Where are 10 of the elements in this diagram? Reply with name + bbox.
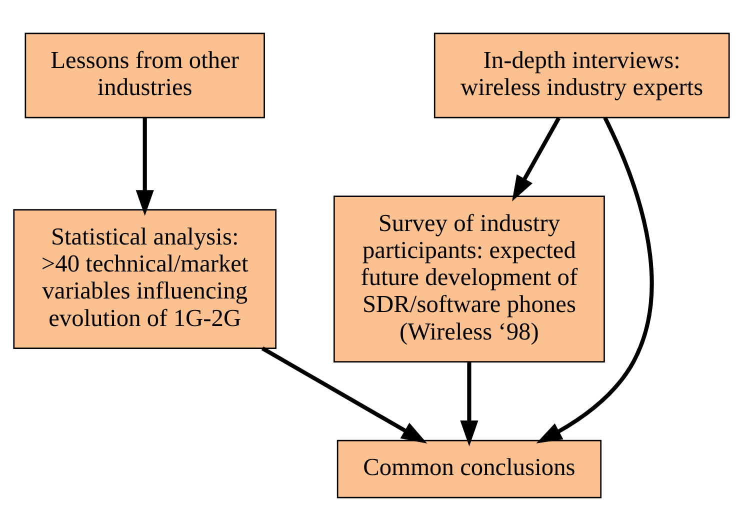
node-box: Statistical analysis: >40 technical/market variables influencing evolution of 1G-2G	[13, 209, 276, 349]
node-box: Lessons from other industries	[24, 32, 265, 118]
arrow	[460, 362, 478, 446]
node-box: Survey of industry participants: expected future development of SDR/software phones (Wireless ‘98)	[334, 196, 605, 363]
arrow	[512, 117, 561, 202]
arrow	[136, 118, 154, 216]
arrow	[536, 116, 654, 444]
node-box: In-depth interviews: wireless industry experts	[434, 32, 730, 118]
node-box: Common conclusions	[336, 440, 602, 498]
arrow	[261, 346, 428, 444]
